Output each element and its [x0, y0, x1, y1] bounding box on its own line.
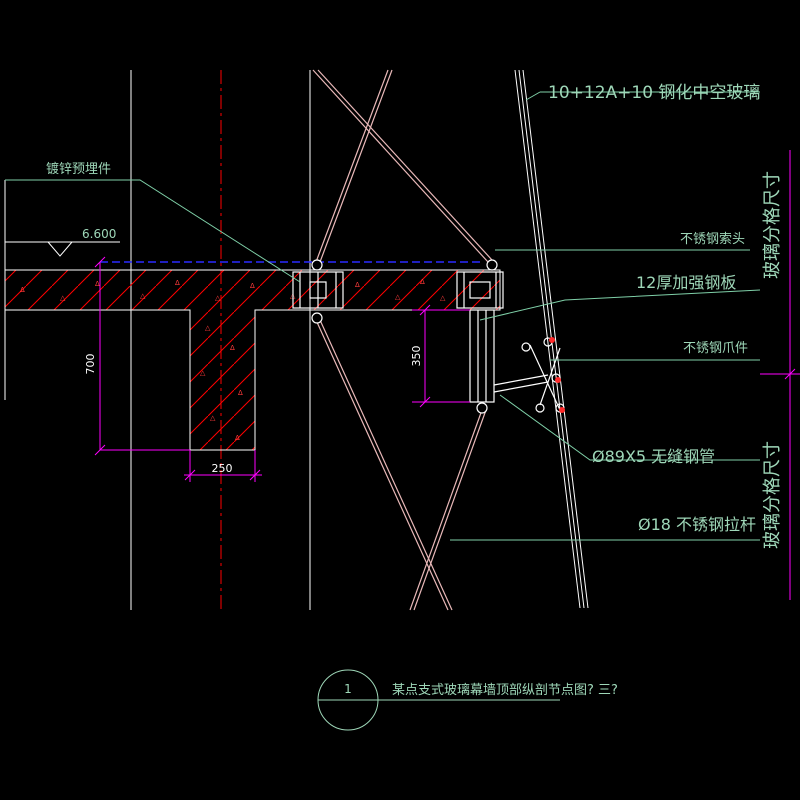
claw-fittings	[493, 337, 565, 413]
svg-text:Δ: Δ	[238, 389, 243, 397]
dimension-beam-depth-label: 700	[84, 354, 97, 375]
label-claw: 不锈钢爪件	[683, 341, 748, 356]
rod-joints	[311, 259, 498, 414]
label-glass: 10+12A+10 钢化中空玻璃	[548, 83, 760, 103]
svg-text:△: △	[60, 294, 66, 302]
svg-text:△: △	[395, 293, 401, 301]
side-label-lower: 玻璃分格尺寸	[762, 441, 783, 549]
svg-text:Δ: Δ	[175, 279, 180, 287]
title-block	[317, 669, 560, 731]
svg-text:Δ: Δ	[420, 278, 425, 286]
svg-text:Δ: Δ	[230, 344, 235, 352]
drawing-title: 某点支式玻璃幕墙顶部纵剖节点图? 三?	[392, 683, 618, 698]
label-cable-head: 不锈钢索头	[680, 232, 745, 247]
embed-plate-left	[292, 271, 344, 309]
grid-lines	[130, 70, 311, 610]
svg-text:Δ: Δ	[20, 286, 25, 294]
detail-number: 1	[344, 682, 352, 696]
dimension-pipe-height-label: 350	[410, 346, 423, 367]
stainless-rods	[312, 69, 493, 611]
embed-plate-right	[456, 271, 504, 309]
svg-text:△: △	[210, 414, 216, 422]
svg-text:△: △	[215, 294, 221, 302]
level-value: 6.600	[82, 227, 116, 241]
svg-text:Δ: Δ	[355, 281, 360, 289]
dimension-column-width	[184, 450, 262, 482]
svg-text:Δ: Δ	[235, 434, 240, 442]
side-label-upper: 玻璃分格尺寸	[762, 171, 783, 279]
svg-text:△: △	[440, 294, 446, 302]
label-pipe: Ø89X5 无缝钢管	[592, 447, 715, 466]
label-embed: 镀锌预埋件	[46, 161, 111, 177]
dimension-beam-depth	[94, 256, 190, 456]
steel-pipe	[469, 309, 495, 403]
level-marker	[4, 180, 120, 400]
concrete-beam: Δ△Δ △Δ△ Δ△Δ △Δ△ △Δ△ Δ△Δ	[4, 269, 501, 451]
dimension-column-width-label: 250	[212, 462, 233, 475]
leader-lines	[5, 91, 761, 541]
svg-text:Δ: Δ	[250, 282, 255, 290]
label-plate: 12厚加强钢板	[636, 273, 736, 292]
svg-text:△: △	[140, 292, 146, 300]
svg-text:△: △	[205, 324, 211, 332]
claw-highlights	[549, 337, 565, 413]
svg-text:Δ: Δ	[95, 280, 100, 288]
svg-text:△: △	[200, 369, 206, 377]
label-rod: Ø18 不锈钢拉杆	[638, 515, 756, 534]
dimension-glass-grid	[760, 150, 800, 600]
dimension-pipe-height	[412, 304, 470, 408]
